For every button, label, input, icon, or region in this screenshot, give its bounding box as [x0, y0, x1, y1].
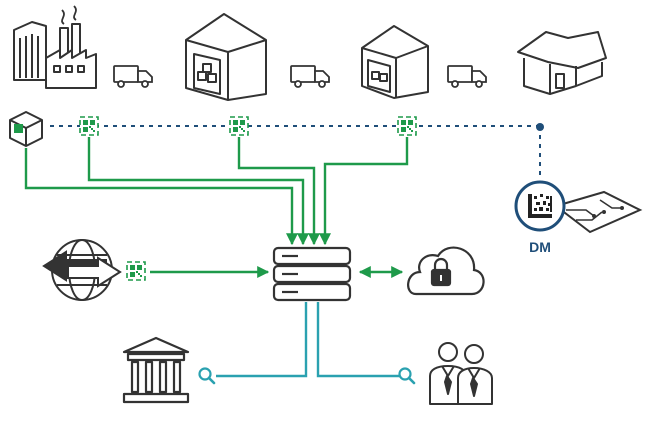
cloud-lock-icon: [407, 246, 485, 296]
tracking-line: [50, 123, 544, 178]
distribution-center-icon: [361, 25, 429, 99]
people-icon: [429, 342, 493, 405]
verification-lines: [216, 302, 400, 378]
dm-label: DM: [529, 239, 551, 255]
qr-code-icon: [79, 116, 99, 136]
store-icon: [517, 31, 607, 95]
data-feed-lines: [24, 137, 409, 278]
server-icon: [272, 246, 352, 302]
factory-icon: [13, 5, 97, 89]
bank-icon: [122, 336, 190, 404]
magnifier-icon: [398, 367, 416, 385]
qr-code-icon: [126, 261, 146, 281]
truck-icon: [290, 65, 330, 88]
truck-icon: [447, 65, 487, 88]
magnifier-icon: [198, 367, 216, 385]
data-matrix-circuit-icon: [514, 180, 643, 234]
qr-code-icon: [397, 116, 417, 136]
warehouse-icon: [185, 13, 267, 101]
qr-code-icon: [229, 116, 249, 136]
globe-exchange-icon: [42, 239, 122, 301]
truck-icon: [113, 65, 153, 88]
product-box-icon: [9, 111, 43, 147]
